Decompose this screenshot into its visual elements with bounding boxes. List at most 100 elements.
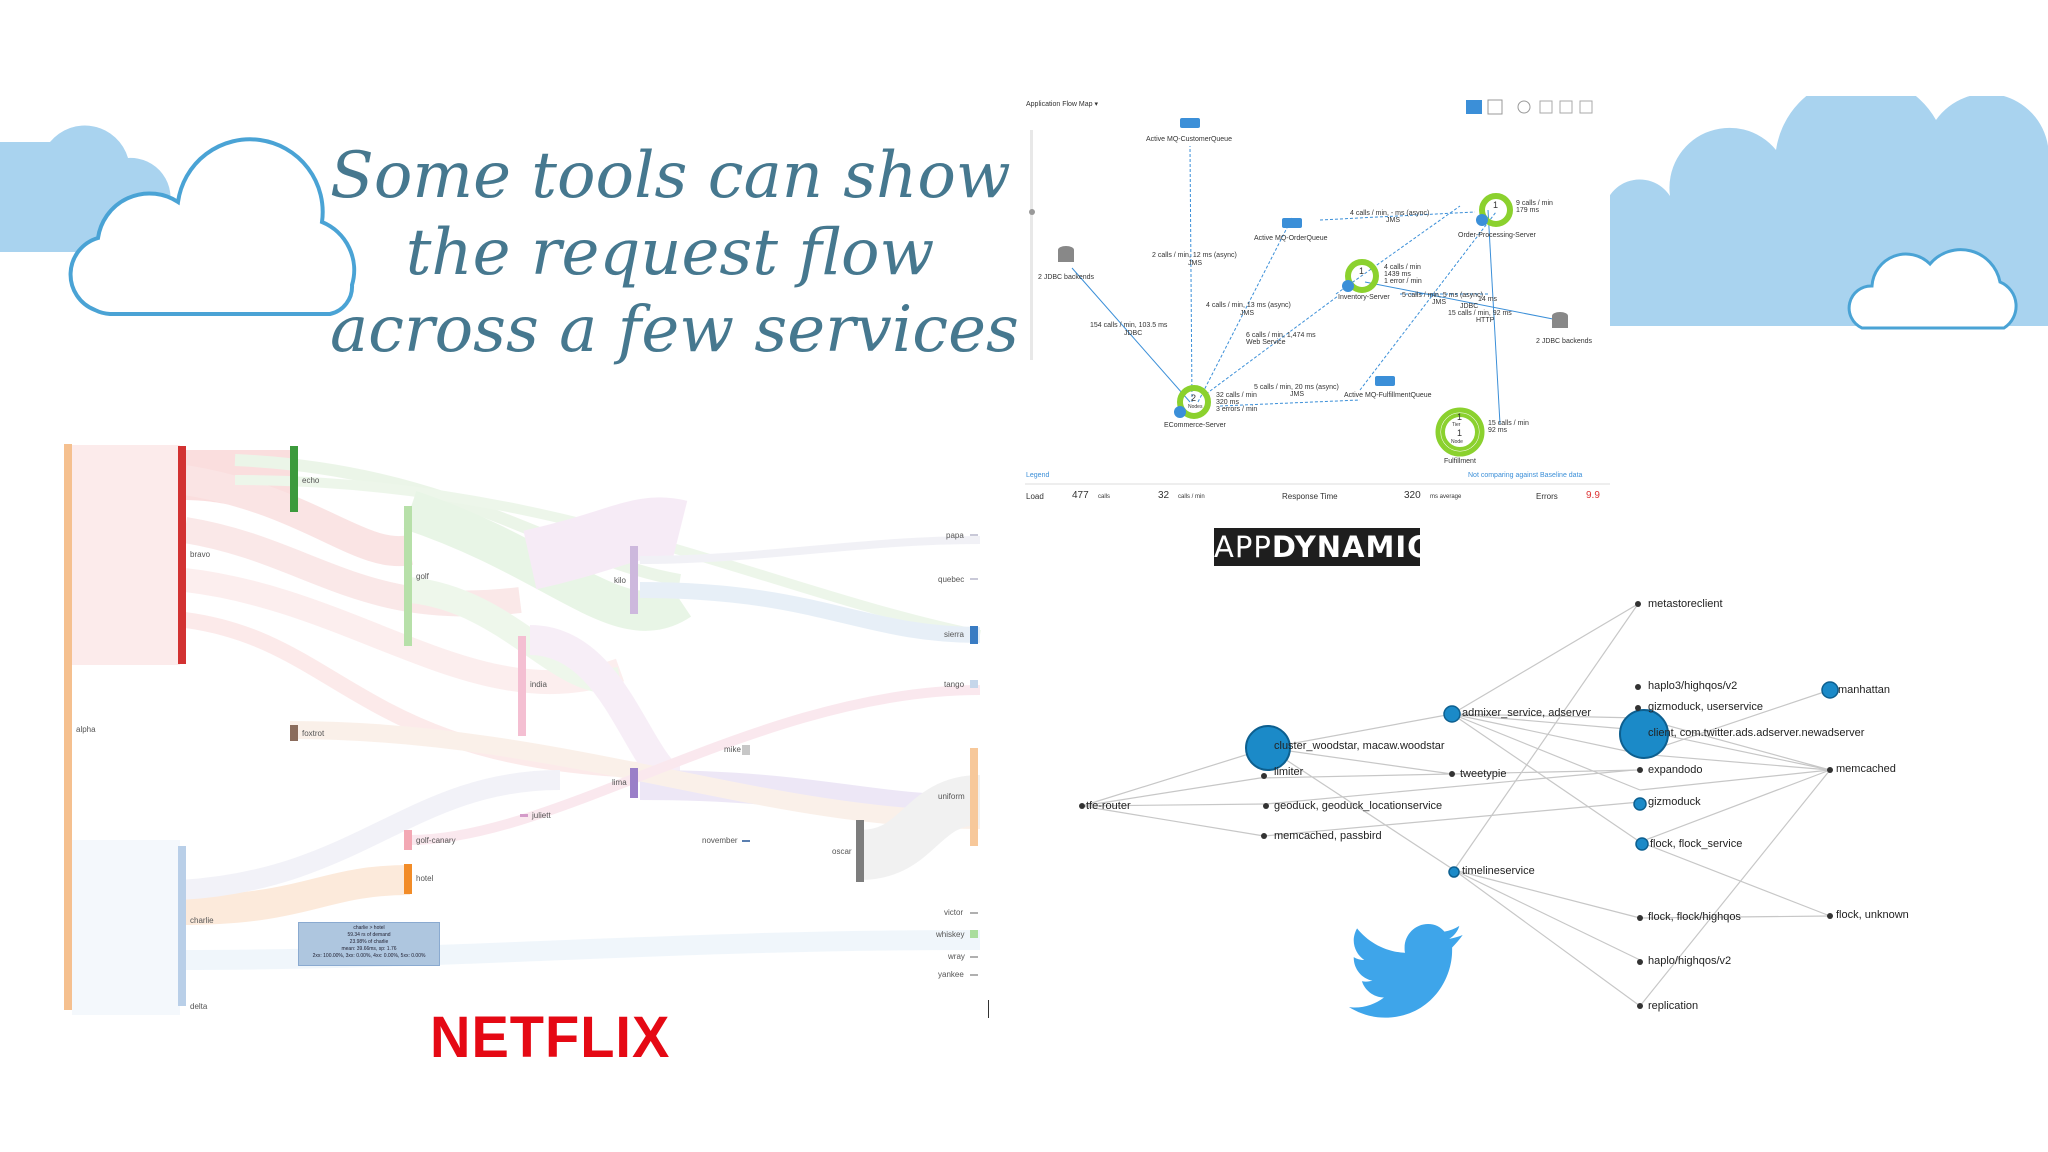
node-memcached-passbird: memcached, passbird (1274, 830, 1382, 842)
node-metastoreclient: metastoreclient (1648, 598, 1723, 610)
edge-fq-label: 5 calls / min, 20 ms (async) (1254, 384, 1339, 391)
fulfillment-queue-label: Active MQ-FulfillmentQueue (1344, 392, 1432, 399)
netflix-logo: NETFLIX (430, 1003, 671, 1070)
ful-tier-count: 1 (1457, 412, 1463, 422)
node-manhattan: manhattan (1838, 684, 1890, 696)
ecom-stats-3: 3 errors / min (1216, 406, 1258, 413)
edge-inv-proto: JMS (1432, 299, 1446, 306)
inv-stats-2: 1439 ms (1384, 271, 1411, 278)
title-line-1: Some tools can show (330, 139, 1011, 213)
node-quebec: quebec (938, 575, 965, 584)
edge-op-proto: JMS (1386, 217, 1400, 224)
ecom-stats: 32 calls / min (1216, 392, 1257, 399)
tooltip-line-3: 23.98% of charlie (349, 939, 389, 945)
inv-jdbc-label: 14 ms (1478, 296, 1498, 303)
slide-title: Some tools can show the request flow acr… (330, 138, 1019, 369)
edge-cq-label: 2 calls / min, 12 ms (async) (1152, 252, 1237, 259)
node-admixer: admixer_service, adserver (1462, 707, 1591, 719)
edge-ws-label: 6 calls / min, 1,474 ms (1246, 332, 1316, 339)
op-stats-2: 179 ms (1516, 207, 1539, 214)
node-echo: echo (302, 476, 320, 485)
node-flock-highqos: flock, flock/highqos (1648, 911, 1741, 923)
node-sierra: sierra (944, 630, 965, 639)
rt-unit: ms average (1430, 494, 1462, 500)
node-haplo3: haplo3/highqos/v2 (1648, 680, 1738, 692)
node-hotel: hotel (416, 874, 434, 883)
tooltip-line-2: 59.34 rs of demand (347, 932, 391, 938)
node-india: india (530, 680, 547, 689)
node-golf: golf (416, 572, 429, 581)
op-node-count: 1 (1493, 200, 1499, 210)
inv-jdbc-proto: JDBC (1460, 303, 1479, 310)
inv-stats-3: 1 error / min (1384, 278, 1422, 285)
cloud-right-icon (1603, 96, 2048, 330)
cloud-left-icon (0, 125, 357, 316)
sankey-flows (64, 444, 982, 1015)
node-cluster: cluster_woodstar, macaw.woodstar (1274, 740, 1445, 752)
errors-label: Errors (1536, 492, 1558, 501)
edge-oq-proto: JMS (1240, 310, 1254, 317)
edge-ws-proto: Web Service (1246, 339, 1286, 346)
node-timelineservice: timelineservice (1462, 865, 1535, 877)
sankey-tooltip: charlie > hotel 59.34 rs of demand 23.98… (298, 922, 440, 966)
edge-oq-label: 4 calls / min, 13 ms (async) (1206, 302, 1291, 309)
inv-stats: 4 calls / min (1384, 264, 1421, 271)
appd-logo-left: APP (1214, 530, 1272, 564)
inv-node-count: 1 (1359, 266, 1365, 276)
node-haplo-v2: haplo/highqos/v2 (1648, 955, 1732, 967)
title-line-3: across a few services (330, 293, 1019, 367)
node-tfe-router: tfe-router (1086, 800, 1131, 812)
baseline-link[interactable]: Not comparing against Baseline data (1468, 472, 1583, 479)
twitter-bird-icon (1348, 924, 1463, 1018)
edge-http-proto: HTTP (1476, 317, 1495, 324)
node-alpha: alpha (76, 725, 96, 734)
node-tango: tango (944, 680, 965, 689)
appdynamics-logo: APPDYNAMICS (1214, 528, 1451, 566)
edge-jdbc-label: 154 calls / min, 103.5 ms (1090, 322, 1168, 329)
node-delta: delta (190, 1002, 208, 1011)
legend-link[interactable]: Legend (1026, 472, 1050, 479)
flow-map-edges (1025, 99, 1610, 485)
tooltip-line-4: mean: 39.66ms, sp: 1.76 (341, 946, 397, 952)
fulfillment-label: Fulfillment (1444, 458, 1476, 465)
node-limiter: limiter (1274, 766, 1304, 778)
load-label: Load (1026, 492, 1044, 501)
node-victor: victor (944, 908, 964, 917)
appdynamics-flow-map: Application Flow Map ▾ Active MQ-Custome… (1020, 94, 1610, 504)
edge-jdbc-proto: JDBC (1124, 330, 1143, 337)
errors-value: 9.9 (1586, 490, 1600, 501)
flow-map-header[interactable]: Application Flow Map ▾ (1026, 101, 1098, 108)
node-kilo: kilo (614, 576, 627, 585)
edge-http-label: 15 calls / min, 92 ms (1448, 310, 1512, 317)
ful-tier-word: Tier (1452, 422, 1461, 428)
node-november: november (702, 836, 738, 845)
ecom-nodes-word: Nodes (1188, 404, 1203, 410)
node-flock-unknown: flock, unknown (1836, 909, 1909, 921)
twitter-service-graph: tfe-router cluster_woodstar, macaw.woods… (1060, 590, 1960, 1030)
node-expandodo: expandodo (1648, 764, 1703, 776)
load-value: 477 (1072, 490, 1089, 501)
node-bravo: bravo (190, 550, 211, 559)
inventory-label: Inventory-Server (1338, 294, 1390, 301)
load-unit: calls (1098, 494, 1111, 500)
rt-label: Response Time (1282, 492, 1338, 501)
customer-queue-label: Active MQ-CustomerQueue (1146, 136, 1232, 143)
netflix-sankey: alpha bravo charlie delta echo foxtrot g… (60, 440, 990, 1020)
jdbc-left-label: 2 JDBC backends (1038, 274, 1095, 281)
node-wray: wray (948, 952, 965, 961)
node-geoduck: geoduck, geoduck_locationservice (1274, 800, 1443, 812)
ecommerce-label: ECommerce-Server (1164, 422, 1226, 429)
tooltip-line-5: 2xx: 100.00%, 3xx: 0.00%, 4xx: 0.00%, 5x… (312, 953, 426, 959)
ful-stats-2: 92 ms (1488, 427, 1508, 434)
node-lima: lima (612, 778, 627, 787)
ful-stats: 15 calls / min (1488, 420, 1529, 427)
text-cursor (988, 1000, 989, 1018)
node-golf-canary: golf-canary (416, 836, 456, 845)
node-juliett: juliett (532, 811, 551, 820)
twitter-edges (1079, 601, 1839, 1009)
node-gizmoduck-user: gizmoduck, userservice (1648, 701, 1763, 713)
node-foxtrot: foxtrot (302, 729, 325, 738)
node-uniform: uniform (938, 792, 965, 801)
ecom-stats-2: 320 ms (1216, 399, 1239, 406)
node-gizmoduck: gizmoduck (1648, 796, 1701, 808)
